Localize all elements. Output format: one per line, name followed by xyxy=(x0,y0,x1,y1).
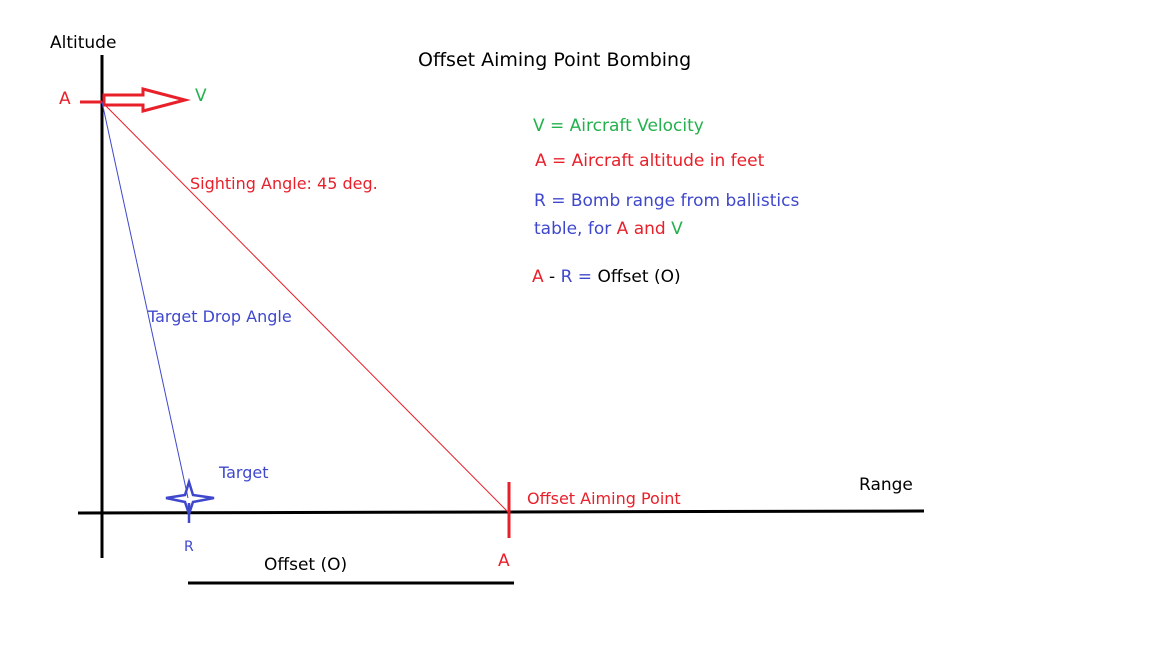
legend: V = Aircraft Velocity A = Aircraft altit… xyxy=(532,116,799,287)
legend-range-line2-v: V xyxy=(671,219,683,239)
legend-formula-r: R xyxy=(561,267,573,287)
legend-range-line2-and: and xyxy=(628,219,671,239)
aim-point-label: A xyxy=(498,551,510,571)
legend-velocity: V = Aircraft Velocity xyxy=(533,116,704,136)
target-drop-angle-label: Target Drop Angle xyxy=(147,307,292,326)
legend-altitude: A = Aircraft altitude in feet xyxy=(535,151,765,171)
velocity-arrow xyxy=(102,87,191,113)
offset-aiming-point-label: Offset Aiming Point xyxy=(527,489,681,508)
legend-range-line1: R = Bomb range from ballistics xyxy=(534,191,799,211)
legend-range-line2-a: A xyxy=(617,219,629,239)
legend-formula-offset: Offset (O) xyxy=(597,267,680,287)
target-label: Target xyxy=(218,463,269,482)
diagram-title: Offset Aiming Point Bombing xyxy=(418,49,691,71)
velocity-label: V xyxy=(195,86,207,106)
legend-formula: A - R = Offset (O) xyxy=(532,267,681,287)
range-point-label: R xyxy=(184,539,194,555)
aircraft-label: A xyxy=(59,89,71,109)
offset-label: Offset (O) xyxy=(264,555,347,575)
legend-formula-eq: = xyxy=(572,267,597,287)
legend-range-line2: table, for A and V xyxy=(534,219,683,239)
range-axis-label: Range xyxy=(859,475,913,495)
sighting-line xyxy=(101,101,509,513)
legend-formula-a: A xyxy=(532,267,544,287)
range-axis xyxy=(77,509,925,515)
target-drop-line xyxy=(101,101,189,499)
legend-range-line2-prefix: table, for xyxy=(534,219,617,239)
sighting-angle-label: Sighting Angle: 45 deg. xyxy=(190,174,378,193)
legend-formula-dash: - xyxy=(544,267,561,287)
altitude-axis-label: Altitude xyxy=(50,33,116,53)
